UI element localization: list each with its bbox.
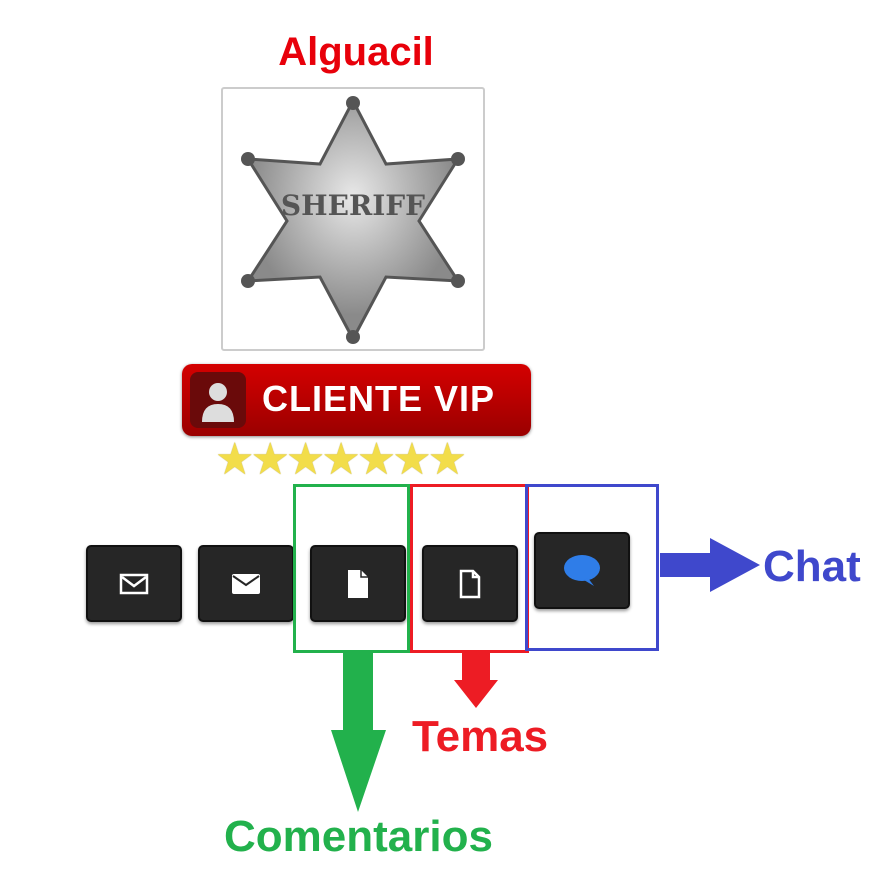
private-message-button[interactable] xyxy=(86,545,182,622)
file-outline-icon xyxy=(459,569,481,598)
user-icon xyxy=(190,372,246,428)
topics-arrow-icon xyxy=(454,652,498,708)
send-message-button[interactable] xyxy=(198,545,294,622)
avatar: SHERIFF xyxy=(221,87,485,351)
svg-text:SHERIFF: SHERIFF xyxy=(281,189,425,222)
chat-highlight xyxy=(525,484,659,651)
rating-stars: ★★★★★★★ xyxy=(215,435,467,484)
comments-button[interactable] xyxy=(310,545,406,622)
user-rank-title: Alguacil xyxy=(278,30,434,74)
vip-banner: CLIENTE VIP xyxy=(182,364,531,436)
envelope-solid-icon xyxy=(232,573,260,594)
topics-button[interactable] xyxy=(422,545,518,622)
envelope-outline-icon xyxy=(119,573,149,594)
vip-label: CLIENTE VIP xyxy=(262,378,496,419)
topics-annotation: Temas xyxy=(412,712,549,761)
file-solid-icon xyxy=(348,569,368,598)
sheriff-badge-icon: SHERIFF xyxy=(241,96,465,344)
chat-annotation: Chat xyxy=(763,542,861,591)
comments-highlight xyxy=(293,484,410,653)
chat-bubble-icon xyxy=(564,554,600,586)
chat-arrow-icon xyxy=(660,538,760,592)
comments-annotation: Comentarios xyxy=(224,812,493,861)
chat-button[interactable] xyxy=(534,532,630,609)
comments-arrow-icon xyxy=(331,652,386,812)
